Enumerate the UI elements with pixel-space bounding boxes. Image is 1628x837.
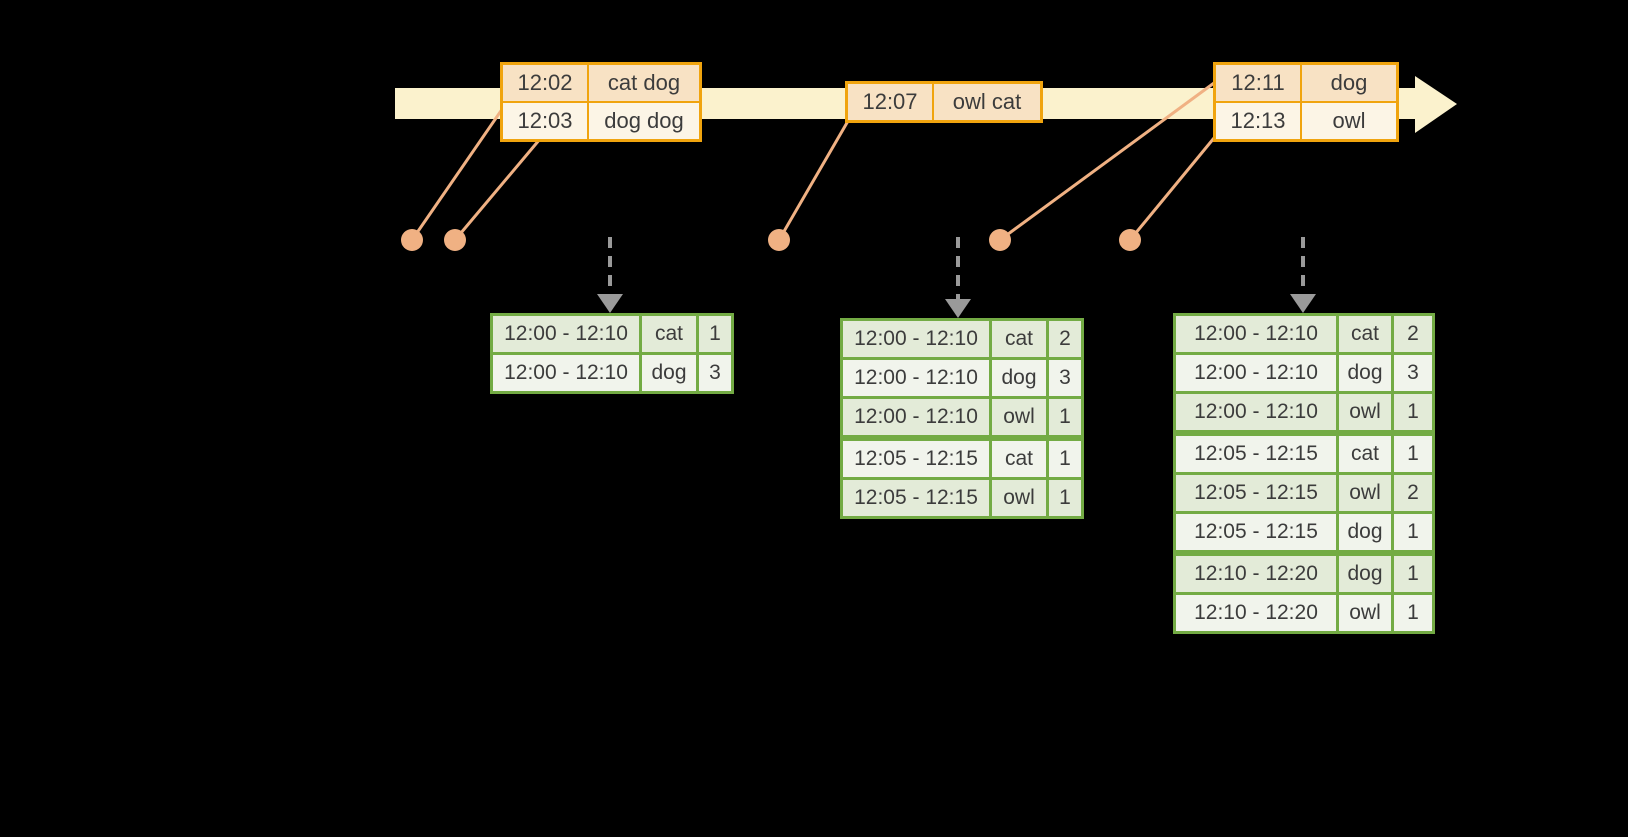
count-cell: 1 — [1394, 514, 1432, 550]
table-row: 12:10 - 12:20 dog 1 — [1176, 556, 1432, 592]
table-row: 12:05 - 12:15 owl 2 — [1176, 475, 1432, 511]
event-time-cell: 12:07 — [848, 84, 932, 120]
window-cell: 12:10 - 12:20 — [1176, 556, 1336, 592]
window-cell: 12:05 - 12:15 — [843, 441, 989, 477]
trigger-arrowhead-icon — [597, 294, 623, 313]
event-line — [410, 104, 507, 241]
table-row: 12:05 - 12:15 dog 1 — [1176, 514, 1432, 550]
count-cell: 1 — [1394, 595, 1432, 631]
window-cell: 12:05 - 12:15 — [1176, 436, 1336, 472]
count-cell: 2 — [1394, 316, 1432, 352]
table-row: 12:05 - 12:15 cat 1 — [843, 441, 1081, 477]
input-table-batch-1: 12:02 cat dog 12:03 dog dog — [500, 62, 702, 142]
count-cell: 1 — [1049, 441, 1081, 477]
word-cell: owl — [1339, 595, 1391, 631]
event-line — [999, 81, 1215, 242]
count-cell: 3 — [1049, 360, 1081, 396]
word-cell: owl — [992, 399, 1046, 435]
word-cell: owl — [1339, 475, 1391, 511]
word-cell: cat — [642, 316, 696, 352]
input-table-batch-3: 12:11 dog 12:13 owl — [1213, 62, 1399, 142]
window-cell: 12:00 - 12:10 — [493, 355, 639, 391]
word-cell: owl — [1339, 394, 1391, 430]
window-cell: 12:00 - 12:10 — [1176, 355, 1336, 391]
result-table-3: 12:00 - 12:10 cat 2 12:00 - 12:10 dog 3 … — [1173, 313, 1435, 634]
word-cell: dog — [642, 355, 696, 391]
window-cell: 12:00 - 12:10 — [1176, 316, 1336, 352]
table-row: 12:00 - 12:10 cat 2 — [843, 321, 1081, 357]
window-cell: 12:10 - 12:20 — [1176, 595, 1336, 631]
word-cell: cat — [1339, 316, 1391, 352]
count-cell: 2 — [1394, 475, 1432, 511]
event-words-cell: owl cat — [934, 84, 1040, 120]
word-cell: owl — [992, 480, 1046, 516]
window-cell: 12:00 - 12:10 — [1176, 394, 1336, 430]
table-row: 12:05 - 12:15 owl 1 — [843, 480, 1081, 516]
window-cell: 12:05 - 12:15 — [843, 480, 989, 516]
table-row: 12:05 - 12:15 cat 1 — [1176, 436, 1432, 472]
window-cell: 12:00 - 12:10 — [493, 316, 639, 352]
word-cell: dog — [1339, 514, 1391, 550]
word-cell: dog — [1339, 556, 1391, 592]
count-cell: 1 — [699, 316, 731, 352]
event-dot — [989, 229, 1011, 251]
count-cell: 1 — [1394, 394, 1432, 430]
table-row: 12:00 - 12:10 owl 1 — [1176, 394, 1432, 430]
count-cell: 3 — [699, 355, 731, 391]
table-row: 12:00 - 12:10 dog 3 — [1176, 355, 1432, 391]
table-row: 12:00 - 12:10 dog 3 — [843, 360, 1081, 396]
window-cell: 12:00 - 12:10 — [843, 321, 989, 357]
event-words-cell: dog dog — [589, 103, 699, 139]
window-cell: 12:00 - 12:10 — [843, 360, 989, 396]
table-row: 12:07 owl cat — [848, 84, 1040, 120]
table-row: 12:00 - 12:10 cat 2 — [1176, 316, 1432, 352]
table-row: 12:03 dog dog — [503, 103, 699, 139]
table-row: 12:10 - 12:20 owl 1 — [1176, 595, 1432, 631]
word-cell: dog — [1339, 355, 1391, 391]
event-dot — [1119, 229, 1141, 251]
event-dot — [401, 229, 423, 251]
word-cell: cat — [992, 441, 1046, 477]
word-cell: cat — [1339, 436, 1391, 472]
input-table-batch-2: 12:07 owl cat — [845, 81, 1043, 123]
window-cell: 12:05 - 12:15 — [1176, 475, 1336, 511]
trigger-arrowhead-icon — [945, 299, 971, 318]
table-row: 12:02 cat dog — [503, 65, 699, 101]
table-row: 12:11 dog — [1216, 65, 1396, 101]
event-words-cell: dog — [1302, 65, 1396, 101]
event-time-cell: 12:03 — [503, 103, 587, 139]
table-row: 12:13 owl — [1216, 103, 1396, 139]
table-row: 12:00 - 12:10 owl 1 — [843, 399, 1081, 435]
timeline-arrowhead-icon — [1415, 76, 1457, 133]
window-cell: 12:00 - 12:10 — [843, 399, 989, 435]
count-cell: 3 — [1394, 355, 1432, 391]
event-dot — [768, 229, 790, 251]
result-table-2: 12:00 - 12:10 cat 2 12:00 - 12:10 dog 3 … — [840, 318, 1084, 519]
event-line — [453, 138, 542, 241]
table-row: 12:00 - 12:10 dog 3 — [493, 355, 731, 391]
count-cell: 1 — [1049, 480, 1081, 516]
event-time-cell: 12:11 — [1216, 65, 1300, 101]
trigger-arrowhead-icon — [1290, 294, 1316, 313]
count-cell: 1 — [1394, 556, 1432, 592]
count-cell: 1 — [1049, 399, 1081, 435]
event-words-cell: cat dog — [589, 65, 699, 101]
event-time-cell: 12:02 — [503, 65, 587, 101]
event-dot — [444, 229, 466, 251]
result-table-1: 12:00 - 12:10 cat 1 12:00 - 12:10 dog 3 — [490, 313, 734, 394]
table-row: 12:00 - 12:10 cat 1 — [493, 316, 731, 352]
event-time-cell: 12:13 — [1216, 103, 1300, 139]
event-line — [1128, 137, 1216, 241]
event-words-cell: owl — [1302, 103, 1396, 139]
count-cell: 1 — [1394, 436, 1432, 472]
event-line — [777, 120, 850, 241]
window-cell: 12:05 - 12:15 — [1176, 514, 1336, 550]
word-cell: cat — [992, 321, 1046, 357]
word-cell: dog — [992, 360, 1046, 396]
count-cell: 2 — [1049, 321, 1081, 357]
